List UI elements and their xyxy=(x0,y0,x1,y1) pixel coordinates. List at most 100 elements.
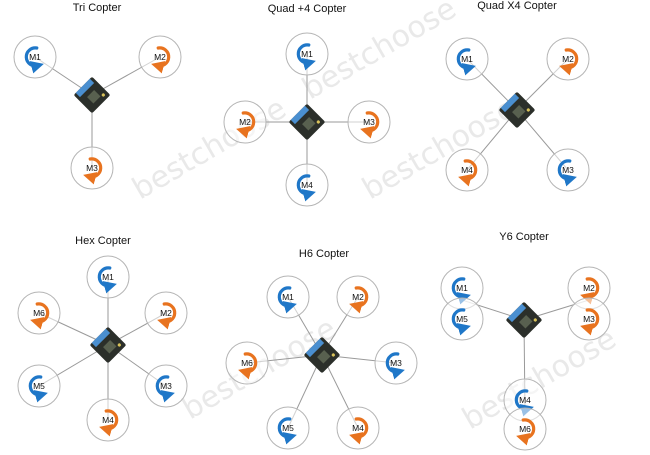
motor-label: M1 xyxy=(456,283,468,293)
propeller-circle xyxy=(285,32,329,76)
propeller-circle xyxy=(336,406,380,450)
propeller-circle xyxy=(445,37,489,81)
motor-m2: M2 xyxy=(336,275,380,319)
flight-controller-board xyxy=(499,92,535,128)
board-chip xyxy=(87,90,101,104)
config-title: Y6 Copter xyxy=(499,231,549,243)
board-chip xyxy=(103,340,117,354)
counterclockwise-arrow-icon xyxy=(296,43,316,71)
counterclockwise-arrow-icon xyxy=(24,46,44,74)
propeller-circle xyxy=(503,407,547,451)
flight-controller-board xyxy=(304,337,340,373)
board-chip xyxy=(519,315,533,329)
motor-label: M3 xyxy=(363,117,375,127)
motor-label: M5 xyxy=(282,423,294,433)
motor-label: M1 xyxy=(282,292,294,302)
motor-label: M5 xyxy=(456,314,468,324)
motor-m4: M4 xyxy=(336,406,380,450)
board-led xyxy=(117,343,121,347)
motor-m2: M2 xyxy=(223,100,267,144)
counterclockwise-arrow-icon xyxy=(385,352,405,380)
config-title: Quad +4 Copter xyxy=(268,3,347,15)
motor-label: M2 xyxy=(160,308,172,318)
board-connector xyxy=(507,303,527,323)
motor-m1: M1 xyxy=(440,266,484,310)
watermark-text: bestchoose xyxy=(127,91,293,207)
motor-m1: M1 xyxy=(86,255,130,299)
propeller-circle xyxy=(144,364,188,408)
motor-label: M4 xyxy=(102,415,114,425)
motor-label: M3 xyxy=(562,165,574,175)
config-title: Hex Copter xyxy=(75,235,131,247)
propeller-circle xyxy=(144,291,188,335)
propeller-circle xyxy=(445,148,489,192)
motor-m3: M3 xyxy=(144,364,188,408)
board-chip xyxy=(302,117,316,131)
motor-m1: M1 xyxy=(13,35,57,79)
counterclockwise-arrow-icon xyxy=(277,286,297,314)
board-connector xyxy=(305,338,325,358)
motor-label: M3 xyxy=(86,163,98,173)
motor-label: M1 xyxy=(102,272,114,282)
motor-label: M4 xyxy=(352,423,364,433)
propeller-circle xyxy=(70,146,114,190)
board-connector xyxy=(500,93,520,113)
motor-label: M6 xyxy=(241,358,253,368)
motor-m5: M5 xyxy=(440,297,484,341)
clockwise-arrow-icon xyxy=(236,111,256,139)
config-title: Tri Copter xyxy=(73,2,122,14)
clockwise-arrow-icon xyxy=(360,111,380,139)
motor-label: M3 xyxy=(160,381,172,391)
motor-label: M4 xyxy=(519,395,531,405)
motor-label: M2 xyxy=(583,283,595,293)
board-connector xyxy=(91,328,111,348)
propeller-circle xyxy=(285,163,329,207)
clockwise-arrow-icon xyxy=(83,157,103,185)
propeller-circle xyxy=(567,297,611,341)
propeller-circle xyxy=(266,275,310,319)
motor-m6: M6 xyxy=(17,291,61,335)
counterclockwise-arrow-icon xyxy=(97,266,117,294)
flight-controller-board xyxy=(90,327,126,363)
counterclockwise-arrow-icon xyxy=(451,308,471,336)
motor-m5: M5 xyxy=(266,406,310,450)
clockwise-arrow-icon xyxy=(349,286,369,314)
motor-m3: M3 xyxy=(546,148,590,192)
propeller-circle xyxy=(374,341,418,385)
config-title: Quad X4 Copter xyxy=(477,0,557,12)
propeller-circle xyxy=(13,35,57,79)
motor-label: M6 xyxy=(33,308,45,318)
board-led xyxy=(533,318,537,322)
flight-controller-board xyxy=(289,104,325,140)
board-chip xyxy=(317,350,331,364)
board-led xyxy=(101,93,105,97)
motor-m3: M3 xyxy=(347,100,391,144)
board-led xyxy=(331,353,335,357)
propeller-circle xyxy=(86,398,130,442)
propeller-circle xyxy=(138,35,182,79)
motor-label: M1 xyxy=(461,54,473,64)
motor-m3: M3 xyxy=(374,341,418,385)
clockwise-arrow-icon xyxy=(349,417,369,445)
clockwise-arrow-icon xyxy=(516,418,536,446)
motor-label: M2 xyxy=(352,292,364,302)
propeller-circle xyxy=(17,291,61,335)
motor-label: M5 xyxy=(33,381,45,391)
propeller-circle xyxy=(17,364,61,408)
clockwise-arrow-icon xyxy=(30,302,50,330)
motor-m6: M6 xyxy=(503,407,547,451)
motor-m4: M4 xyxy=(86,398,130,442)
board-connector xyxy=(75,78,95,98)
clockwise-arrow-icon xyxy=(238,352,258,380)
board-chip xyxy=(512,105,526,119)
counterclockwise-arrow-icon xyxy=(557,159,577,187)
motor-label: M3 xyxy=(583,314,595,324)
motor-label: M2 xyxy=(562,54,574,64)
motor-m2: M2 xyxy=(546,37,590,81)
